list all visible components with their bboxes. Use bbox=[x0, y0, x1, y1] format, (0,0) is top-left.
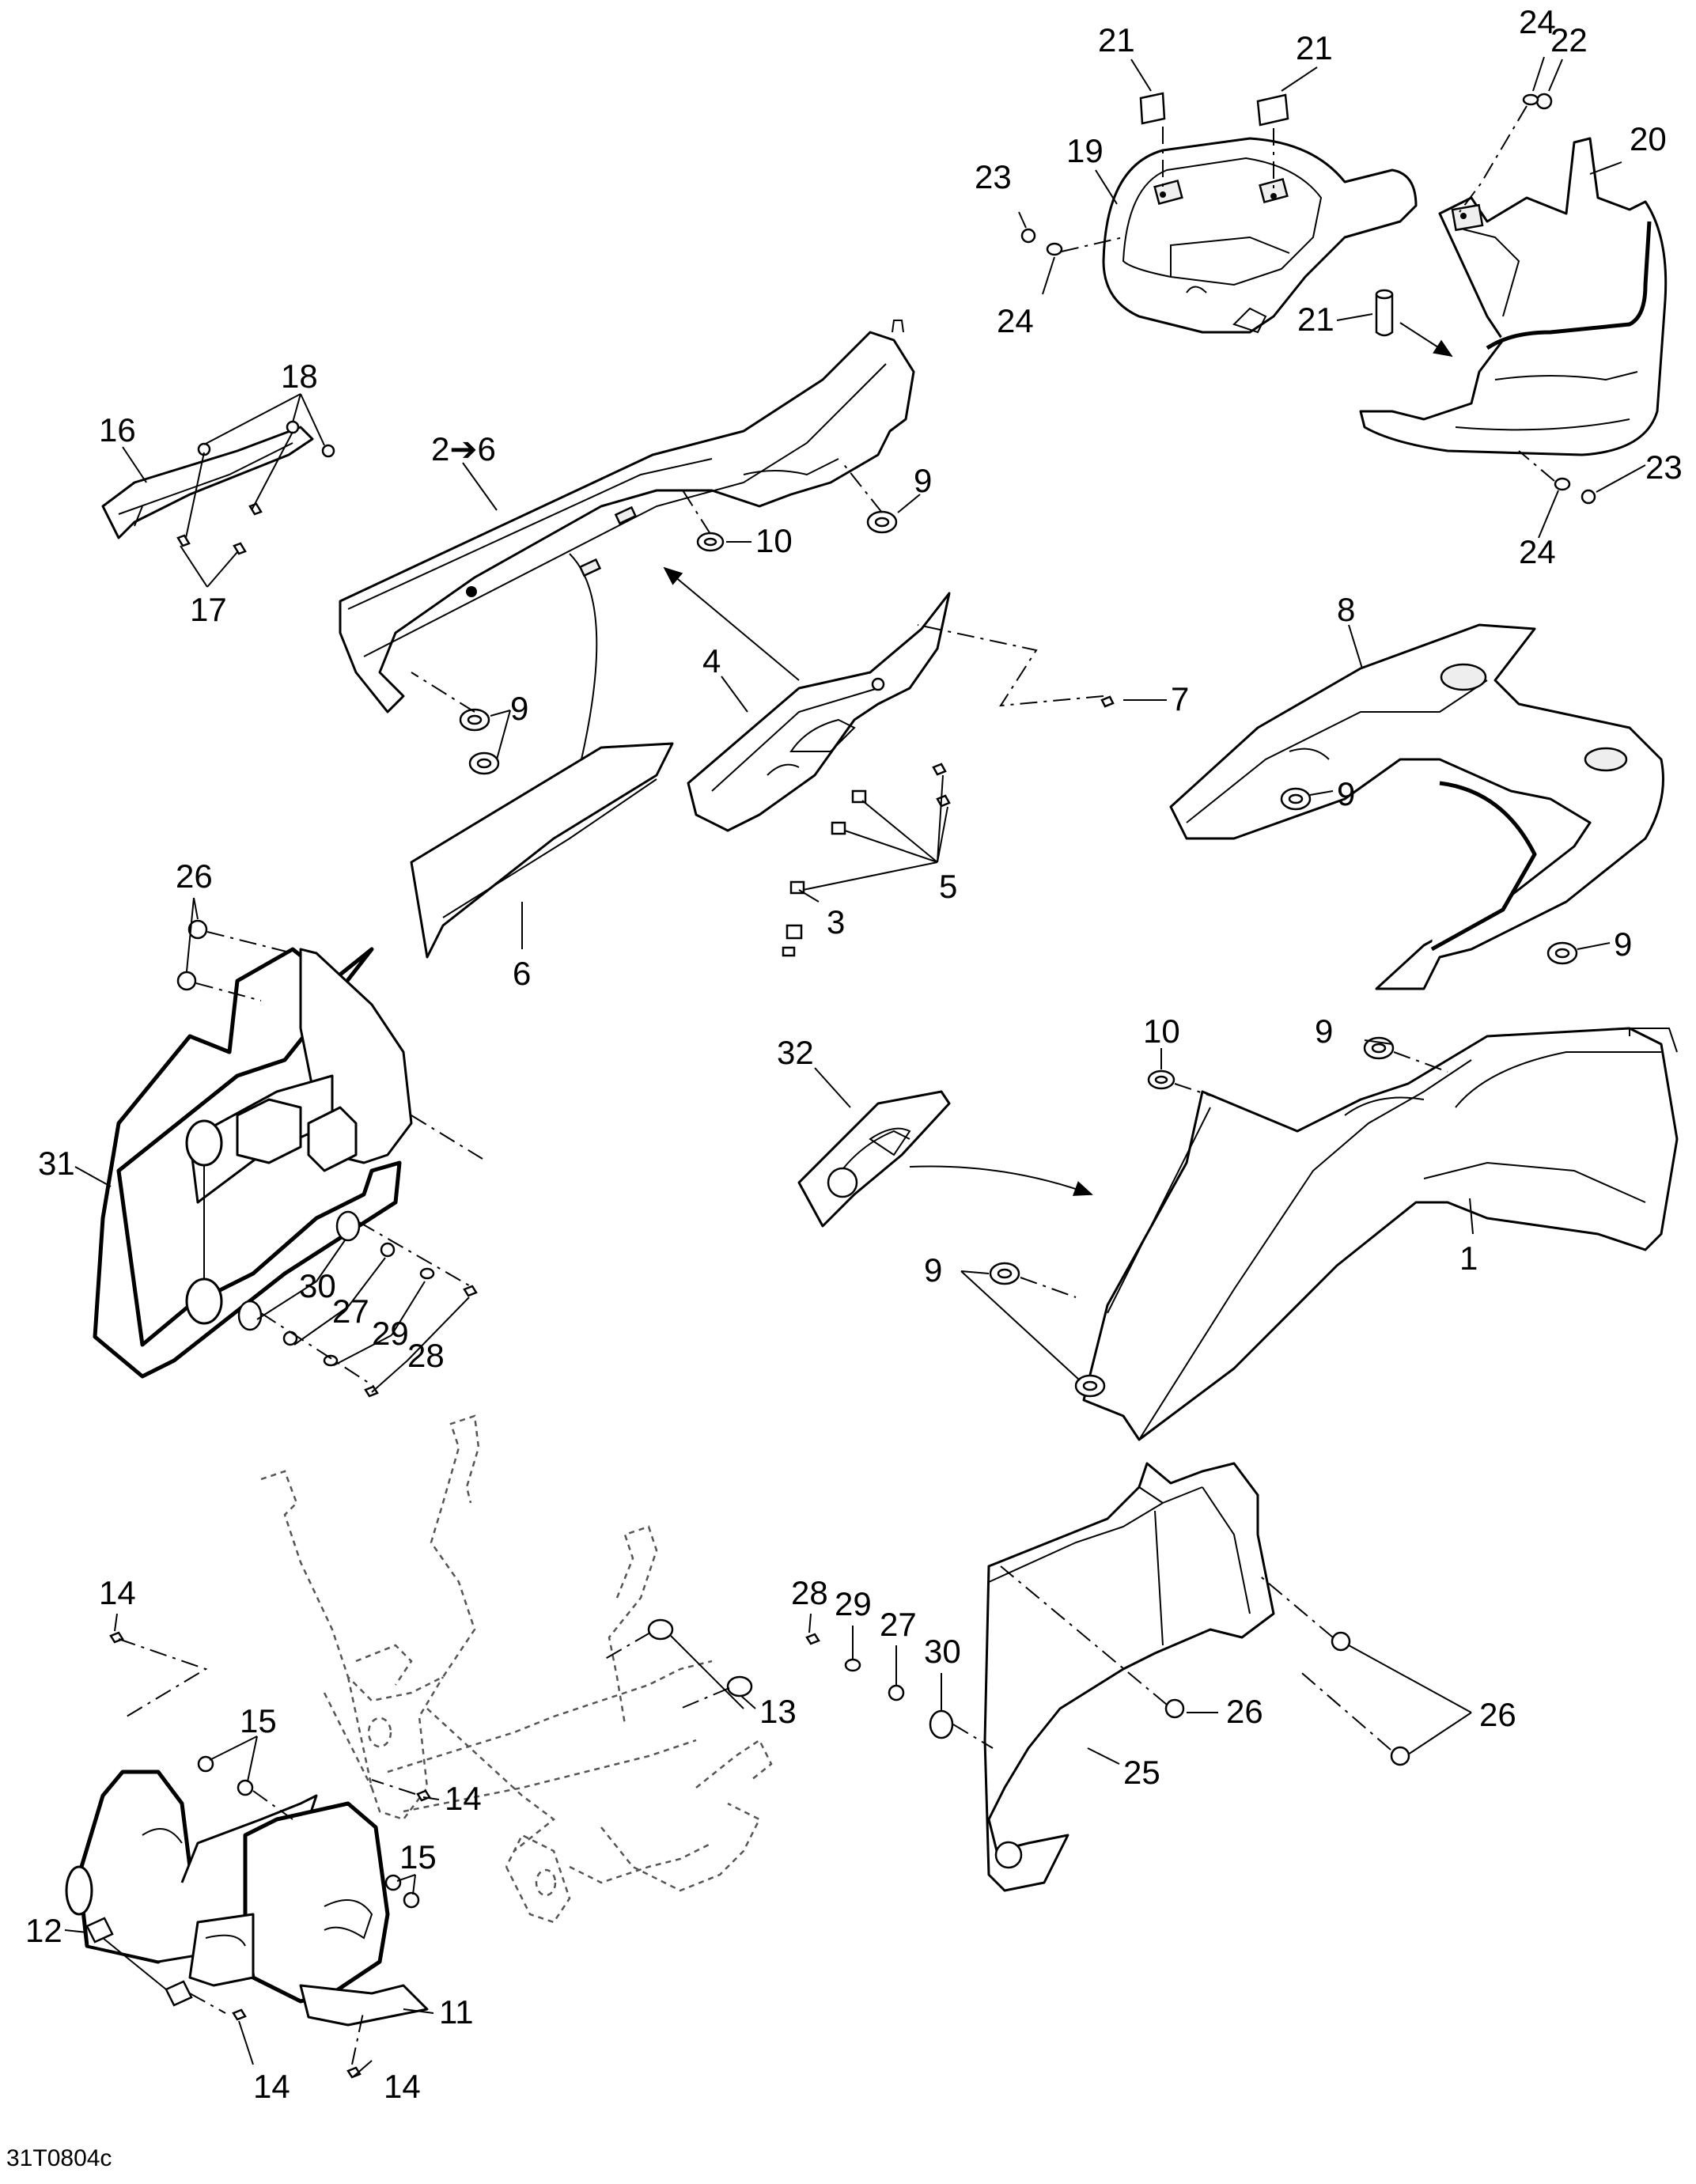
hardware-items bbox=[85, 93, 1596, 2079]
callout-24-left: 24 bbox=[997, 302, 1034, 339]
callout-21-b: 21 bbox=[1296, 29, 1333, 66]
part-1-front-fender bbox=[1082, 1027, 1679, 1441]
part-25-rear-inner-fender bbox=[983, 1462, 1275, 1892]
document-code: 31T0804c bbox=[6, 2145, 112, 2171]
callout-21-c: 21 bbox=[1297, 301, 1334, 338]
callout-9-part1-left: 9 bbox=[924, 1251, 942, 1289]
callout-2-6: 2➔6 bbox=[431, 430, 496, 467]
callout-9-left: 9 bbox=[510, 690, 528, 727]
callout-10-top: 10 bbox=[755, 522, 793, 559]
callout-32: 32 bbox=[777, 1034, 814, 1071]
callout-9-part8-a: 9 bbox=[1337, 775, 1355, 812]
callout-14-c: 14 bbox=[253, 2068, 290, 2105]
callout-26-mid: 26 bbox=[1226, 1693, 1263, 1730]
part-8-rear-fender bbox=[1169, 623, 1664, 990]
callout-22: 22 bbox=[1550, 21, 1588, 59]
callout-9-top: 9 bbox=[914, 462, 932, 499]
callout-23-right: 23 bbox=[1645, 449, 1683, 486]
callout-29-left: 29 bbox=[372, 1315, 409, 1352]
part-6-panel-lower bbox=[410, 742, 674, 959]
part-31-bumper-bracket bbox=[93, 947, 413, 1379]
part-19-tray bbox=[1102, 137, 1418, 334]
callout-9-part8-b: 9 bbox=[1614, 925, 1632, 963]
callout-23-left: 23 bbox=[975, 158, 1012, 195]
callout-7: 7 bbox=[1171, 680, 1189, 717]
part-21-bushings-top bbox=[1139, 92, 1289, 127]
vehicle-frame-outline bbox=[260, 1414, 773, 1924]
callout-20: 20 bbox=[1630, 120, 1667, 157]
callout-12: 12 bbox=[25, 1912, 62, 1949]
callout-30-left: 30 bbox=[299, 1267, 336, 1304]
callout-15-b: 15 bbox=[399, 1838, 437, 1876]
part-16-flap bbox=[101, 426, 314, 539]
callout-27-right: 27 bbox=[880, 1606, 917, 1643]
callout-26-right: 26 bbox=[1479, 1696, 1516, 1733]
callout-10-mid: 10 bbox=[1143, 1013, 1180, 1050]
callout-4: 4 bbox=[702, 642, 721, 679]
part-32-cover bbox=[797, 1090, 951, 1228]
callout-8: 8 bbox=[1337, 591, 1355, 628]
part-2-6-side-panel bbox=[339, 320, 915, 760]
callout-3: 3 bbox=[827, 903, 845, 941]
callout-21-a: 21 bbox=[1098, 21, 1135, 59]
callout-1: 1 bbox=[1459, 1240, 1478, 1277]
callout-13: 13 bbox=[759, 1693, 797, 1730]
callout-28-right: 28 bbox=[791, 1574, 828, 1611]
callout-19: 19 bbox=[1066, 132, 1104, 169]
callout-9-part1-top: 9 bbox=[1315, 1013, 1333, 1050]
part-bumper-lower-left bbox=[65, 1770, 429, 2027]
callout-30-right: 30 bbox=[924, 1633, 961, 1670]
callout-18: 18 bbox=[281, 358, 318, 395]
callout-14-b: 14 bbox=[445, 1780, 482, 1817]
callout-5: 5 bbox=[939, 868, 957, 905]
leader-lines bbox=[64, 56, 1646, 2077]
callout-14-d: 14 bbox=[384, 2068, 421, 2105]
callout-15-a: 15 bbox=[240, 1702, 277, 1739]
part-21-bushing-right bbox=[1375, 289, 1394, 337]
callout-6: 6 bbox=[513, 955, 531, 992]
callout-26-top: 26 bbox=[176, 857, 213, 895]
callout-16: 16 bbox=[99, 411, 136, 449]
callout-31: 31 bbox=[38, 1145, 75, 1182]
callout-17: 17 bbox=[190, 591, 227, 628]
callout-24-top: 24 bbox=[1519, 3, 1556, 40]
callout-24-right: 24 bbox=[1519, 533, 1556, 570]
part-4-bracket bbox=[687, 592, 951, 832]
callout-29-right: 29 bbox=[835, 1585, 872, 1622]
callout-25: 25 bbox=[1123, 1754, 1160, 1791]
callout-labels: 1 2➔6 3 4 5 6 7 8 9 9 9 9 9 9 10 10 11 1… bbox=[6, 3, 1683, 2171]
callout-11: 11 bbox=[439, 1993, 474, 2031]
callout-14-a: 14 bbox=[99, 1574, 136, 1611]
callout-27-left: 27 bbox=[332, 1293, 369, 1330]
callout-28-left: 28 bbox=[407, 1337, 445, 1374]
